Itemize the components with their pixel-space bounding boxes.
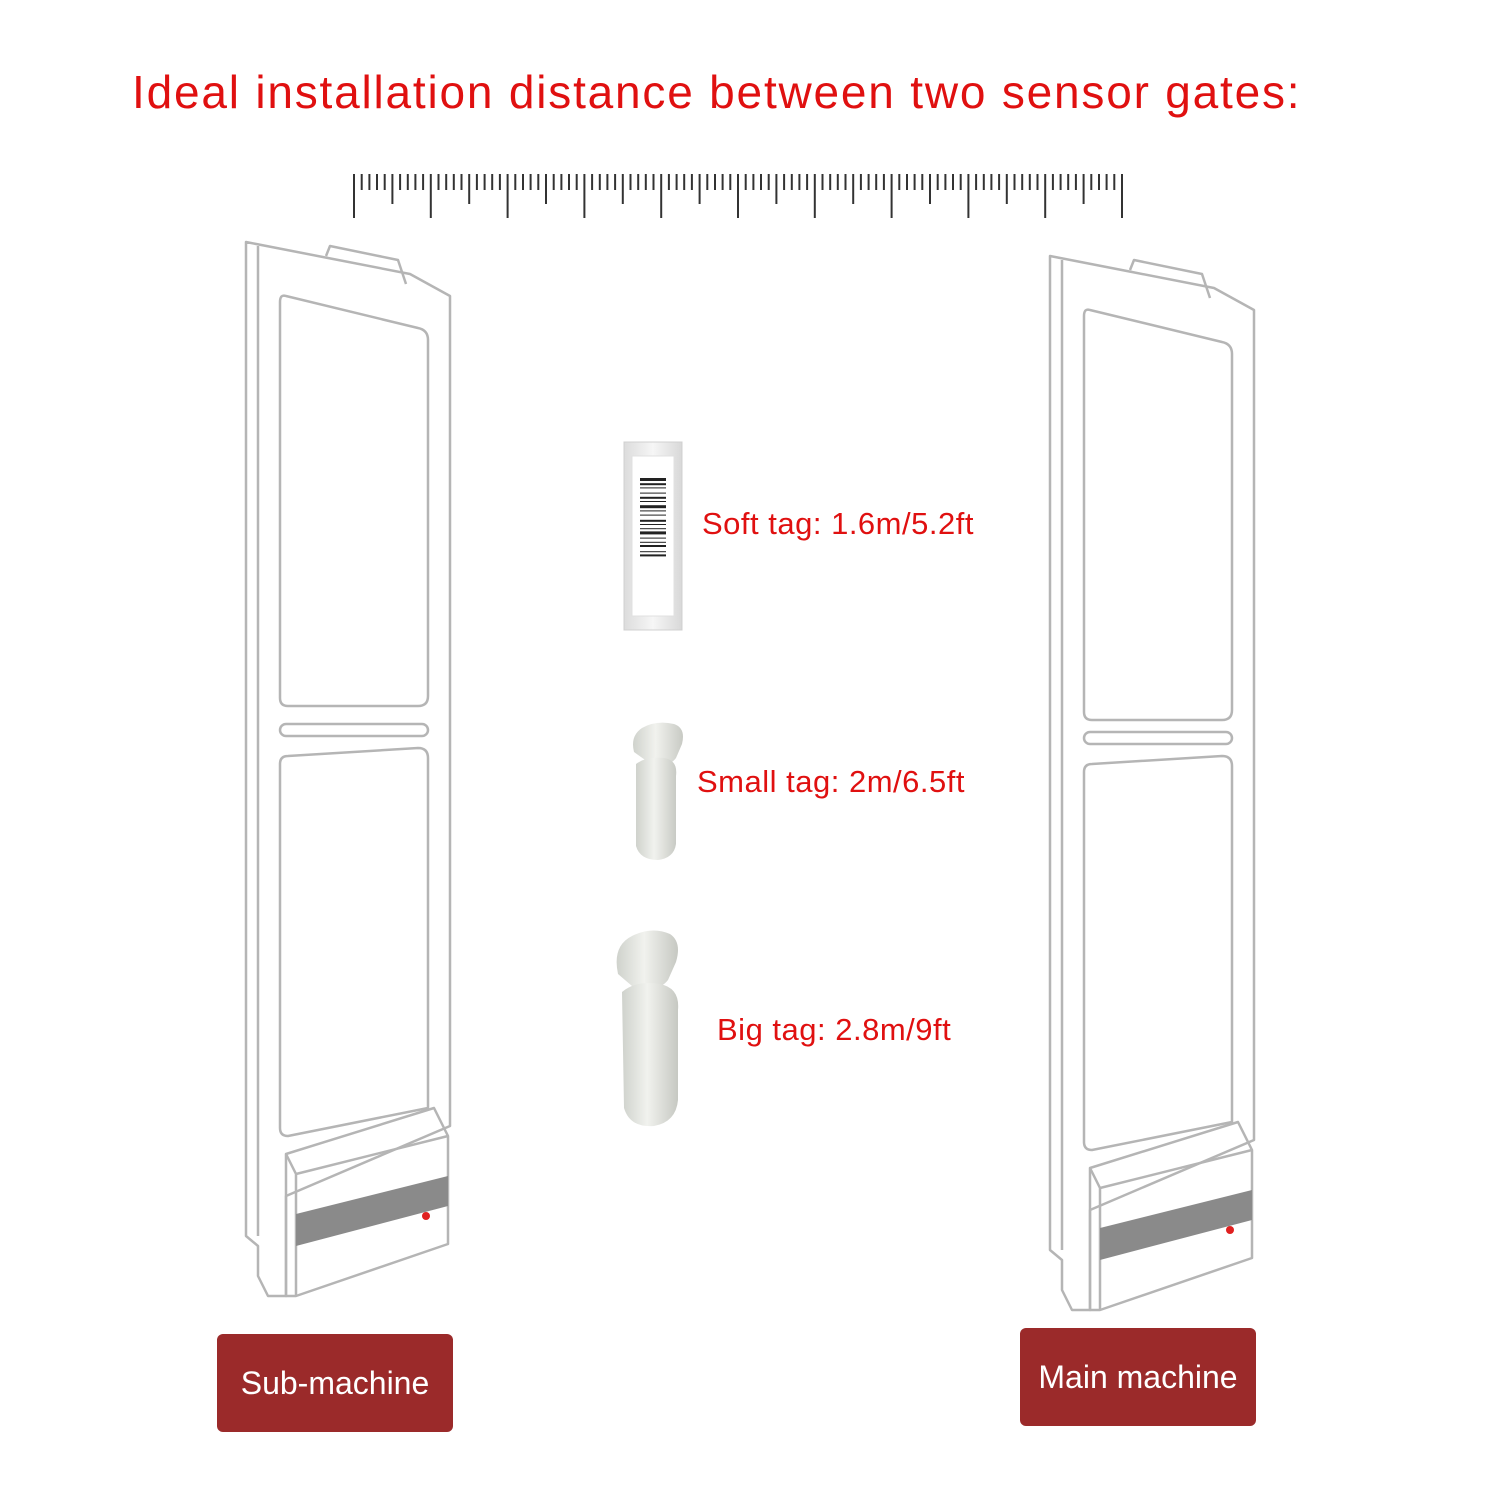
barcode-bar xyxy=(640,531,666,535)
ruler-icon xyxy=(353,174,1123,218)
soft-tag-label: Soft tag: 1.6m/5.2ft xyxy=(702,506,974,541)
barcode-bar xyxy=(640,505,666,509)
sub-machine-gate-icon xyxy=(244,240,452,1298)
barcode-bar xyxy=(640,554,666,557)
barcode-bar xyxy=(640,541,666,543)
barcode-bar xyxy=(640,528,666,530)
barcode-bar xyxy=(640,501,666,502)
soft-tag-icon xyxy=(623,441,683,631)
barcode-bar xyxy=(640,510,666,512)
barcode-bar xyxy=(640,545,666,547)
sub-machine-label: Sub-machine xyxy=(217,1334,453,1432)
big-tag-label: Big tag: 2.8m/9ft xyxy=(717,1012,952,1047)
barcode-bar xyxy=(640,551,666,553)
barcode-bar xyxy=(640,524,666,525)
main-machine-label: Main machine xyxy=(1020,1328,1256,1426)
barcode-bar xyxy=(640,478,666,481)
small-tag-label: Small tag: 2m/6.5ft xyxy=(697,764,965,799)
barcode-bar xyxy=(640,537,666,539)
main-machine-gate-icon xyxy=(1048,254,1256,1312)
barcode-bar xyxy=(640,487,666,489)
big-hard-tag-icon xyxy=(616,930,679,1127)
barcode-bar xyxy=(640,492,666,494)
barcode-bar xyxy=(640,483,666,486)
barcode-bar xyxy=(640,514,666,516)
barcode-bar xyxy=(640,496,666,499)
page-title: Ideal installation distance between two … xyxy=(132,66,1302,118)
small-hard-tag-icon xyxy=(633,722,683,860)
barcode-bar xyxy=(640,519,666,522)
